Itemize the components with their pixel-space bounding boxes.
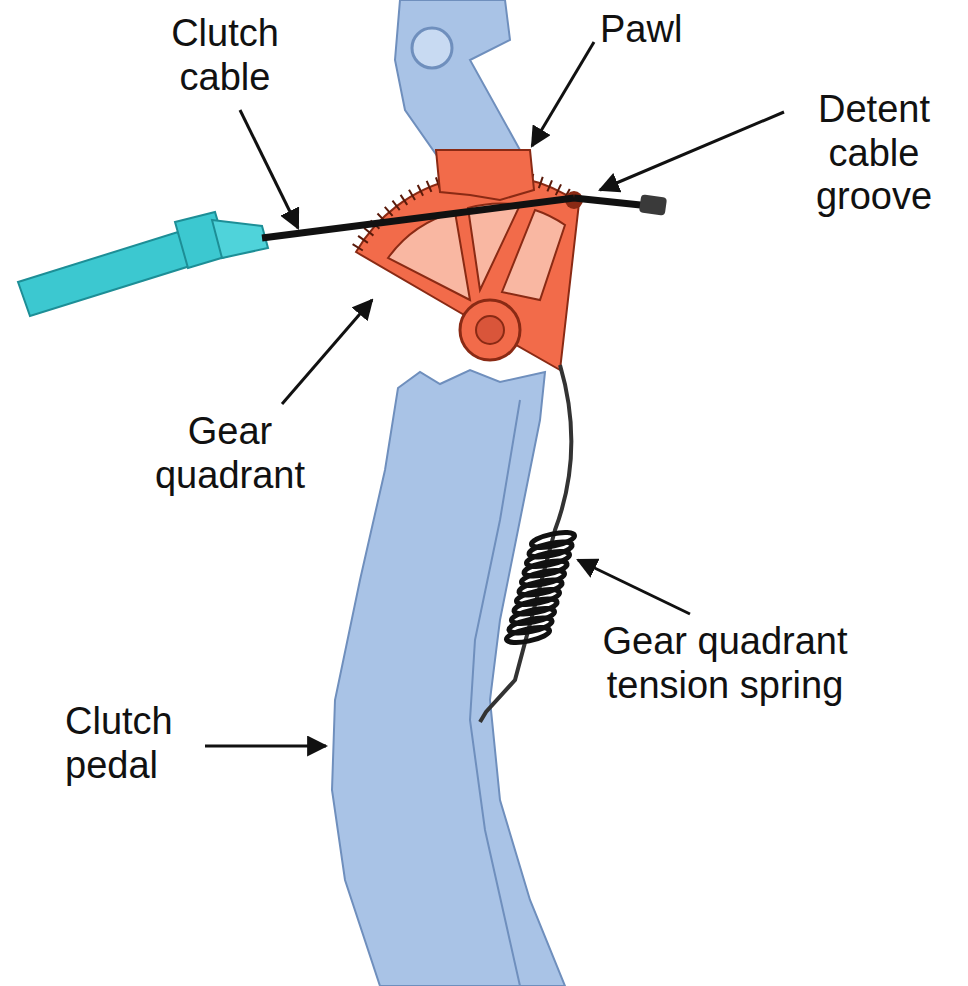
pivot-hole [412,28,452,68]
part-label: Gear quadrant tension spring [560,620,890,707]
gear-tooth [364,228,373,236]
pedal-bracket [395,0,520,165]
gear-tooth [418,185,423,196]
clutch-pedal [332,370,565,986]
spring-coil [505,625,551,646]
part-label: Pawl [600,8,730,52]
gear-tooth [547,180,552,191]
pawl [436,150,534,200]
part-label: Gear quadrant [115,410,345,497]
gear-tooth [409,190,415,200]
part-label: Clutch cable [130,12,320,99]
cable-end [639,194,667,215]
pedal-flange-edge [470,400,520,986]
gear-tooth [556,184,561,195]
cable-housing [18,212,268,316]
part-label: Clutch pedal [65,700,215,787]
gear-tooth [393,201,400,211]
part-label: Detent cable groove [788,88,960,219]
tension-spring [505,530,576,646]
gear-tooth [539,177,543,188]
gear-tooth [353,244,363,250]
gear-tooth [358,236,368,243]
gear-tooth [385,207,393,216]
gear-tooth [427,181,432,192]
clutch-cable [262,198,574,238]
gear-tooth [401,195,408,205]
